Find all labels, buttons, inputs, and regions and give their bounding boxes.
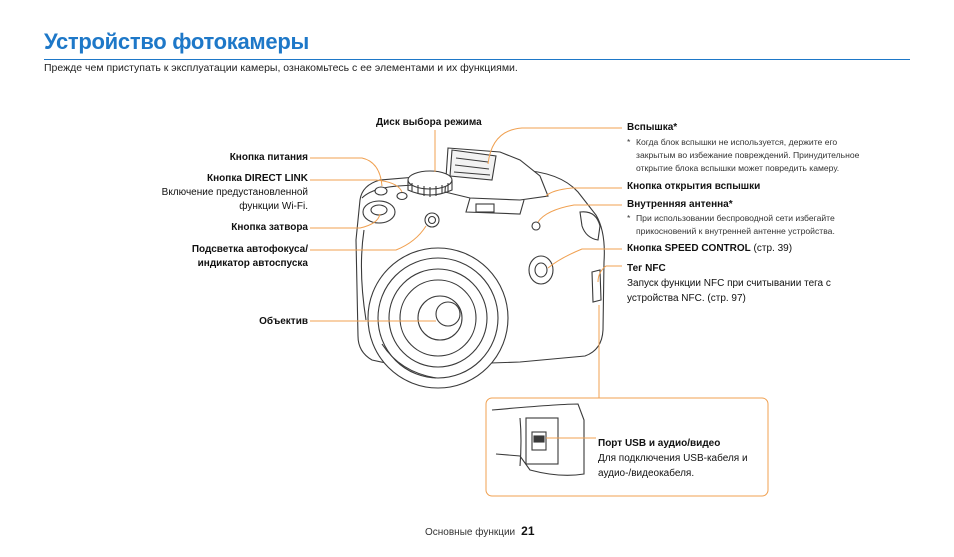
page-footer: Основные функции 21 xyxy=(425,524,535,538)
antenna-note-2: прикосновений к внутренней антенне устро… xyxy=(636,226,835,236)
af-lamp-line-2: индикатор автоспуска xyxy=(197,258,308,269)
lens-label: Объектив xyxy=(259,316,308,327)
nfc-label: Тег NFC Запуск функции NFC при считывани… xyxy=(627,261,831,306)
direct-link-desc-1: Включение предустановленной xyxy=(161,187,308,198)
nfc-desc-1: Запуск функции NFC при считывании тега с xyxy=(627,278,831,289)
flash-open-button-label: Кнопка открытия вспышки xyxy=(627,181,761,192)
flash-note: * Когда блок вспышки не используется, дер… xyxy=(627,136,917,175)
power-button-label: Кнопка питания xyxy=(229,152,308,163)
flash-note-3: открытие блока вспышки может повредить к… xyxy=(636,163,840,173)
direct-link-title: Кнопка DIRECT LINK xyxy=(207,173,308,184)
mode-dial-label: Диск выбора режима xyxy=(376,117,482,128)
usb-label: Порт USB и аудио/видео Для подключения U… xyxy=(598,436,748,481)
flash-note-1: Когда блок вспышки не используется, держ… xyxy=(636,137,838,147)
footer-section: Основные функции xyxy=(425,527,516,538)
flash-note-2: закрытым во избежание повреждений. Прину… xyxy=(636,150,860,160)
note-asterisk: * xyxy=(627,213,631,223)
page-title: Устройство фотокамеры xyxy=(44,29,309,54)
af-lamp-line-1: Подсветка автофокуса/ xyxy=(191,244,308,255)
shutter-button-label: Кнопка затвора xyxy=(231,222,308,233)
note-asterisk: * xyxy=(627,137,631,147)
antenna-note-1: При использовании беспроводной сети избе… xyxy=(636,213,835,223)
speed-control-label: Кнопка SPEED CONTROL (стр. 39) xyxy=(627,243,793,254)
callout-lines xyxy=(310,127,622,439)
direct-link-desc-2: функции Wi-Fi. xyxy=(239,201,308,212)
intro-text: Прежде чем приступать к эксплуатации кам… xyxy=(44,62,518,74)
title-divider xyxy=(44,59,910,60)
page-number: 21 xyxy=(521,524,535,538)
antenna-note: * При использовании беспроводной сети изб… xyxy=(627,212,917,238)
nfc-desc-2: устройства NFC. (стр. 97) xyxy=(627,293,746,304)
usb-title: Порт USB и аудио/видео xyxy=(598,438,721,449)
antenna-label: Внутренняя антенна* xyxy=(627,199,733,210)
flash-label: Вспышка* xyxy=(627,122,678,133)
usb-port-illustration xyxy=(491,403,585,476)
nfc-title: Тег NFC xyxy=(627,263,666,274)
usb-desc-2: аудио-/видеокабеля. xyxy=(598,468,695,479)
speed-control-ref: (стр. 39) xyxy=(750,243,793,254)
camera-illustration xyxy=(355,147,605,389)
usb-desc-1: Для подключения USB-кабеля и xyxy=(598,453,748,464)
af-lamp-label: Подсветка автофокуса/ индикатор автоспус… xyxy=(120,243,308,271)
direct-link-label: Кнопка DIRECT LINK Включение предустанов… xyxy=(120,172,308,214)
